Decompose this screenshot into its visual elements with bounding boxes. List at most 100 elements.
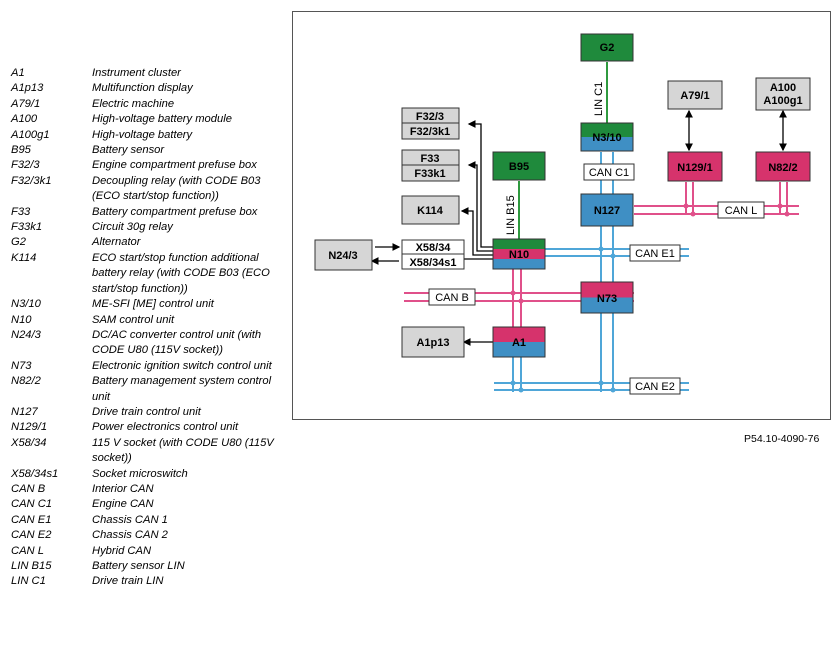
legend-code: F32/3k1 bbox=[11, 174, 52, 187]
svg-text:N10: N10 bbox=[509, 249, 529, 261]
legend-row: A1p13 Multifunction display bbox=[11, 81, 281, 96]
legend-description: Hybrid CAN bbox=[92, 544, 152, 557]
legend-row: N127 Drive train control unit bbox=[11, 405, 281, 420]
svg-text:CAN E1: CAN E1 bbox=[635, 248, 675, 260]
network-topology-diagram: LIN C1 LIN B15 bbox=[292, 11, 831, 420]
legend-description: Multifunction display bbox=[92, 82, 193, 95]
legend-code: N127 bbox=[11, 405, 38, 418]
legend-description: ECO start/stop function additional batte… bbox=[92, 251, 270, 295]
legend-code: N10 bbox=[11, 313, 32, 326]
can-c1-box: CAN C1 bbox=[583, 163, 635, 181]
legend-code: A1p13 bbox=[11, 82, 44, 95]
n82-2-box: N82/2 bbox=[755, 151, 811, 182]
legend-row: B95 Battery sensor bbox=[11, 143, 281, 158]
junction-dots-pink bbox=[510, 203, 790, 304]
a1-box: A1 bbox=[492, 326, 546, 358]
legend-code: N73 bbox=[11, 359, 32, 372]
legend-code: N82/2 bbox=[11, 375, 41, 388]
legend-code: F33k1 bbox=[11, 221, 43, 234]
legend-description: Chassis CAN 1 bbox=[92, 513, 168, 526]
g2-box: G2 bbox=[580, 33, 634, 62]
n127-box: N127 bbox=[580, 193, 634, 227]
legend-description: Electric machine bbox=[92, 97, 175, 110]
a79-1-box: A79/1 bbox=[667, 80, 723, 110]
can-e2-label-box: CAN E2 bbox=[629, 377, 681, 395]
svg-text:K114: K114 bbox=[417, 205, 444, 217]
legend-description: Socket microswitch bbox=[92, 467, 188, 480]
svg-text:N24/3: N24/3 bbox=[328, 250, 357, 262]
legend-description: Interior CAN bbox=[92, 482, 154, 495]
legend-code: A79/1 bbox=[11, 97, 41, 110]
legend-code: X58/34 bbox=[11, 436, 47, 449]
legend-code: LIN B15 bbox=[11, 560, 52, 572]
legend-code: LIN C1 bbox=[11, 575, 46, 588]
junction-dots bbox=[510, 246, 616, 393]
n10-to-f33-wire bbox=[467, 161, 493, 252]
legend-description: Battery management system control unit bbox=[92, 375, 272, 403]
svg-text:N127: N127 bbox=[594, 205, 620, 217]
svg-text:CAN C1: CAN C1 bbox=[589, 167, 629, 179]
legend-row: LIN B15 Battery sensor LIN bbox=[11, 559, 281, 574]
legend-code: CAN E1 bbox=[11, 513, 52, 526]
legend-description: Engine compartment prefuse box bbox=[92, 159, 257, 172]
n24-3-box: N24/3 bbox=[314, 239, 373, 271]
legend-row: N3/10 ME-SFI [ME] control unit bbox=[11, 297, 281, 312]
legend-description: Battery compartment prefuse box bbox=[92, 205, 258, 218]
legend-description: Battery sensor bbox=[92, 144, 165, 157]
legend-description: Battery sensor LIN bbox=[92, 560, 185, 572]
svg-text:A100g1: A100g1 bbox=[763, 95, 802, 107]
svg-text:CAN L: CAN L bbox=[725, 205, 757, 217]
n129-1-box: N129/1 bbox=[667, 151, 723, 182]
can-e1-label-box: CAN E1 bbox=[629, 244, 681, 262]
svg-text:B95: B95 bbox=[509, 161, 529, 173]
svg-text:N73: N73 bbox=[597, 293, 617, 305]
legend-description: ME-SFI [ME] control unit bbox=[92, 298, 214, 311]
figure-reference: P54.10-4090-76 bbox=[744, 433, 820, 445]
svg-text:N129/1: N129/1 bbox=[677, 162, 712, 174]
svg-text:F33k1: F33k1 bbox=[414, 168, 445, 180]
legend-description: Chassis CAN 2 bbox=[92, 529, 168, 542]
n10-to-k114-wire bbox=[460, 207, 493, 256]
b95-box: B95 bbox=[492, 151, 546, 181]
legend-description: Power electronics control unit bbox=[92, 421, 239, 434]
legend-description: Decoupling relay (with CODE B03 (ECO sta… bbox=[92, 174, 261, 203]
f33-box: F33 F33k1 bbox=[401, 149, 460, 182]
svg-text:CAN B: CAN B bbox=[435, 292, 469, 304]
a1p13-box: A1p13 bbox=[401, 326, 465, 358]
legend-code: CAN L bbox=[11, 544, 44, 557]
legend-row: A79/1 Electric machine bbox=[11, 97, 281, 112]
n3-10-box: N3/10 bbox=[580, 122, 634, 152]
legend-code: F32/3 bbox=[11, 159, 40, 172]
legend-row: N82/2 Battery management system control u… bbox=[11, 374, 281, 405]
legend-code: N3/10 bbox=[11, 298, 41, 311]
legend-row: CAN E1 Chassis CAN 1 bbox=[11, 513, 281, 528]
n10-box: N10 bbox=[492, 238, 546, 270]
svg-text:N82/2: N82/2 bbox=[768, 162, 797, 174]
legend-code: F33 bbox=[11, 205, 31, 218]
legend-description: High-voltage battery bbox=[92, 128, 193, 141]
legend-code: B95 bbox=[11, 144, 31, 157]
lin-c1-label: LIN C1 bbox=[593, 82, 605, 116]
legend-code: N129/1 bbox=[11, 421, 48, 434]
legend-code: A100g1 bbox=[11, 128, 50, 141]
legend-description: Engine CAN bbox=[92, 498, 154, 511]
legend-row: N129/1 Power electronics control unit bbox=[11, 420, 281, 435]
legend-description: Drive train control unit bbox=[92, 405, 201, 418]
a100-box: A100 A100g1 bbox=[755, 77, 811, 111]
legend-description: Drive train LIN bbox=[92, 575, 164, 588]
legend-description: DC/AC converter control unit (with CODE … bbox=[92, 328, 262, 357]
n73-box: N73 bbox=[580, 281, 634, 314]
legend-code: CAN B bbox=[11, 482, 46, 495]
legend-row: LIN C1 Drive train LIN bbox=[11, 574, 281, 589]
svg-text:F33: F33 bbox=[421, 153, 440, 165]
legend-row: F32/3k1 Decoupling relay (with CODE B03 (… bbox=[11, 174, 281, 205]
